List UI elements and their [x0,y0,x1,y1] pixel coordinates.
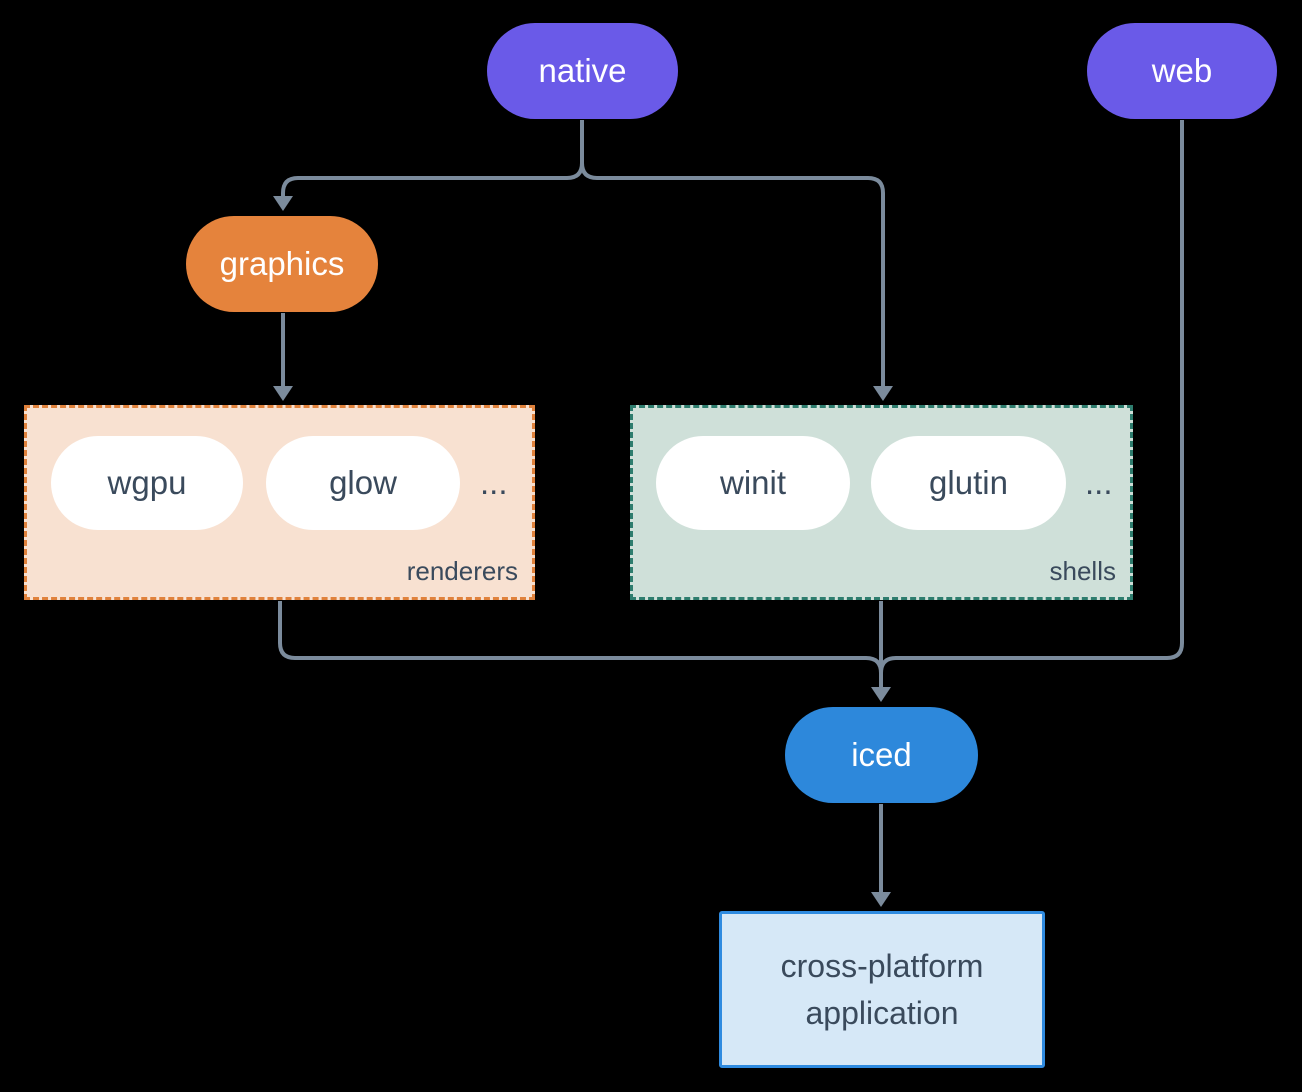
shells-ellipsis: ... [1085,464,1113,501]
arrowhead-application [871,892,891,907]
node-iced: iced [785,707,978,803]
renderers-group-label: renderers [406,556,518,586]
node-graphics: graphics [186,216,378,312]
node-winit-label: winit [719,464,787,501]
node-glutin: glutin [871,436,1066,530]
node-glutin-label: glutin [929,464,1008,501]
edge-native-to-graphics [281,120,584,196]
group-shells: winit glutin ... shells [630,405,1133,600]
renderers-ellipsis: ... [480,464,508,501]
node-web-label: web [1151,52,1213,89]
group-renderers: wgpu glow ... renderers [24,405,535,600]
arrowhead-shells [873,386,893,401]
shells-group-label: shells [1049,556,1116,586]
node-cross-platform-application: cross-platform application [719,911,1045,1068]
arrowhead-iced [871,687,891,702]
node-native-label: native [538,52,627,89]
node-winit: winit [656,436,850,530]
arrowhead-renderers [273,386,293,401]
node-graphics-label: graphics [219,245,345,282]
node-glow: glow [266,436,460,530]
node-web: web [1087,23,1277,119]
node-application-label: cross-platform application [780,948,984,1031]
node-native: native [487,23,678,119]
arrowhead-graphics [273,196,293,211]
node-wgpu-label: wgpu [107,464,187,501]
node-iced-label: iced [851,736,912,773]
node-wgpu: wgpu [51,436,243,530]
node-glow-label: glow [329,464,397,501]
edge-native-to-shells [580,120,885,386]
edge-renderers-to-merge [278,601,883,680]
